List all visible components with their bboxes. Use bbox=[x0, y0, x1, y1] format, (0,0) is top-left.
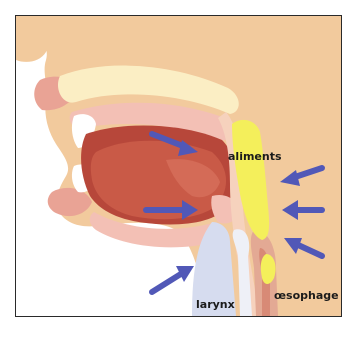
arrow-icon bbox=[152, 266, 194, 292]
nose bbox=[16, 16, 50, 62]
label-aliments: aliments bbox=[228, 151, 282, 162]
label-larynx: larynx bbox=[196, 299, 235, 310]
label-oesophage: œsophage bbox=[274, 290, 339, 301]
swallowing-diagram bbox=[16, 16, 341, 316]
diagram-panel: aliments larynx œsophage bbox=[15, 15, 342, 317]
